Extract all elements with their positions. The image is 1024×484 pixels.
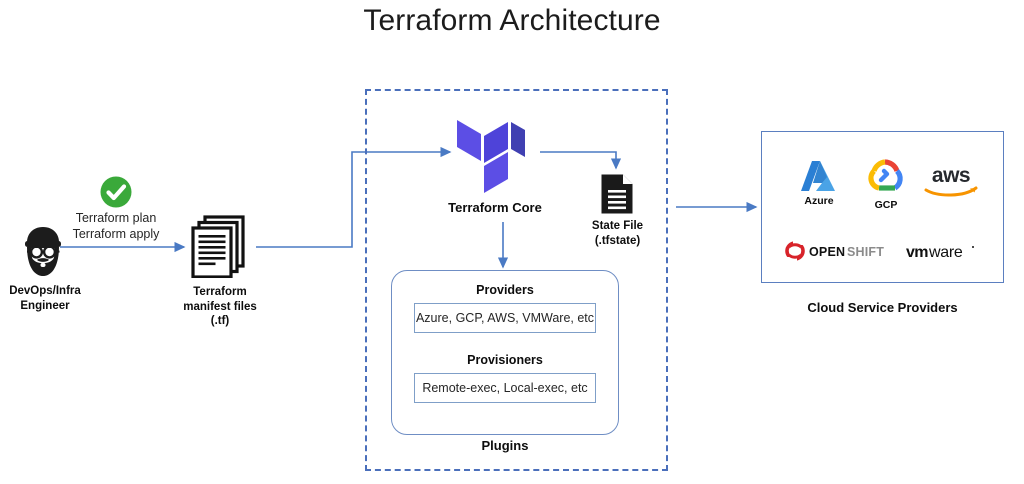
- manifest-caption: Terraform manifest files (.tf): [168, 285, 272, 329]
- cloud-providers-caption: Cloud Service Providers: [807, 300, 958, 315]
- plugins-box: [391, 270, 619, 435]
- aws-wordmark: aws: [932, 164, 970, 187]
- state-file-caption-line2: (.tfstate): [594, 234, 641, 247]
- azure-logo-icon: [800, 159, 836, 193]
- provisioners-heading: Provisioners: [467, 353, 543, 367]
- vmware-logo-icon: vm ware: [906, 241, 978, 261]
- terraform-boundary-box: [365, 89, 668, 471]
- stacked-documents-icon: [186, 212, 252, 279]
- gcp-label: GCP: [874, 199, 898, 211]
- state-file-caption-line1: State File: [591, 220, 644, 232]
- provisioners-value-field: Remote-exec, Local-exec, etc: [414, 373, 596, 403]
- devops-engineer-avatar-icon: [14, 224, 72, 280]
- gcp-logo-icon: [865, 158, 905, 194]
- manifest-caption-line2: manifest files: [183, 300, 257, 313]
- aws-logo-icon: aws: [920, 163, 982, 197]
- terraform-commands-label: Terraform plan Terraform apply: [56, 210, 176, 243]
- vmware-wordmark-light: ware: [928, 244, 963, 261]
- openshift-wordmark-bold: OPEN: [809, 245, 845, 259]
- state-file-caption: State File (.tfstate): [565, 219, 670, 248]
- plugins-label: Plugins: [481, 438, 529, 453]
- azure-label: Azure: [804, 195, 834, 207]
- state-file-document-icon: [600, 173, 634, 215]
- green-check-circle-icon: [96, 172, 136, 212]
- terraform-logo-icon: [455, 107, 527, 195]
- openshift-logo-icon: OPEN SHIFT: [784, 240, 892, 262]
- terraform-core-label: Terraform Core: [448, 200, 542, 215]
- manifest-caption-line3: (.tf): [210, 315, 230, 328]
- providers-heading: Providers: [476, 283, 534, 297]
- page-title: Terraform Architecture: [363, 4, 661, 37]
- providers-value-field: Azure, GCP, AWS, VMWare, etc: [414, 303, 596, 333]
- engineer-caption-line2: Engineer: [20, 299, 70, 312]
- vmware-wordmark-bold: vm: [906, 244, 928, 261]
- command-line-plan: Terraform plan: [75, 211, 157, 225]
- command-line-apply: Terraform apply: [72, 227, 160, 242]
- openshift-wordmark-light: SHIFT: [847, 245, 884, 259]
- engineer-caption: DevOps/Infra Engineer: [0, 284, 95, 313]
- manifest-caption-line1: Terraform: [193, 286, 247, 298]
- engineer-caption-line1: DevOps/Infra: [9, 285, 81, 297]
